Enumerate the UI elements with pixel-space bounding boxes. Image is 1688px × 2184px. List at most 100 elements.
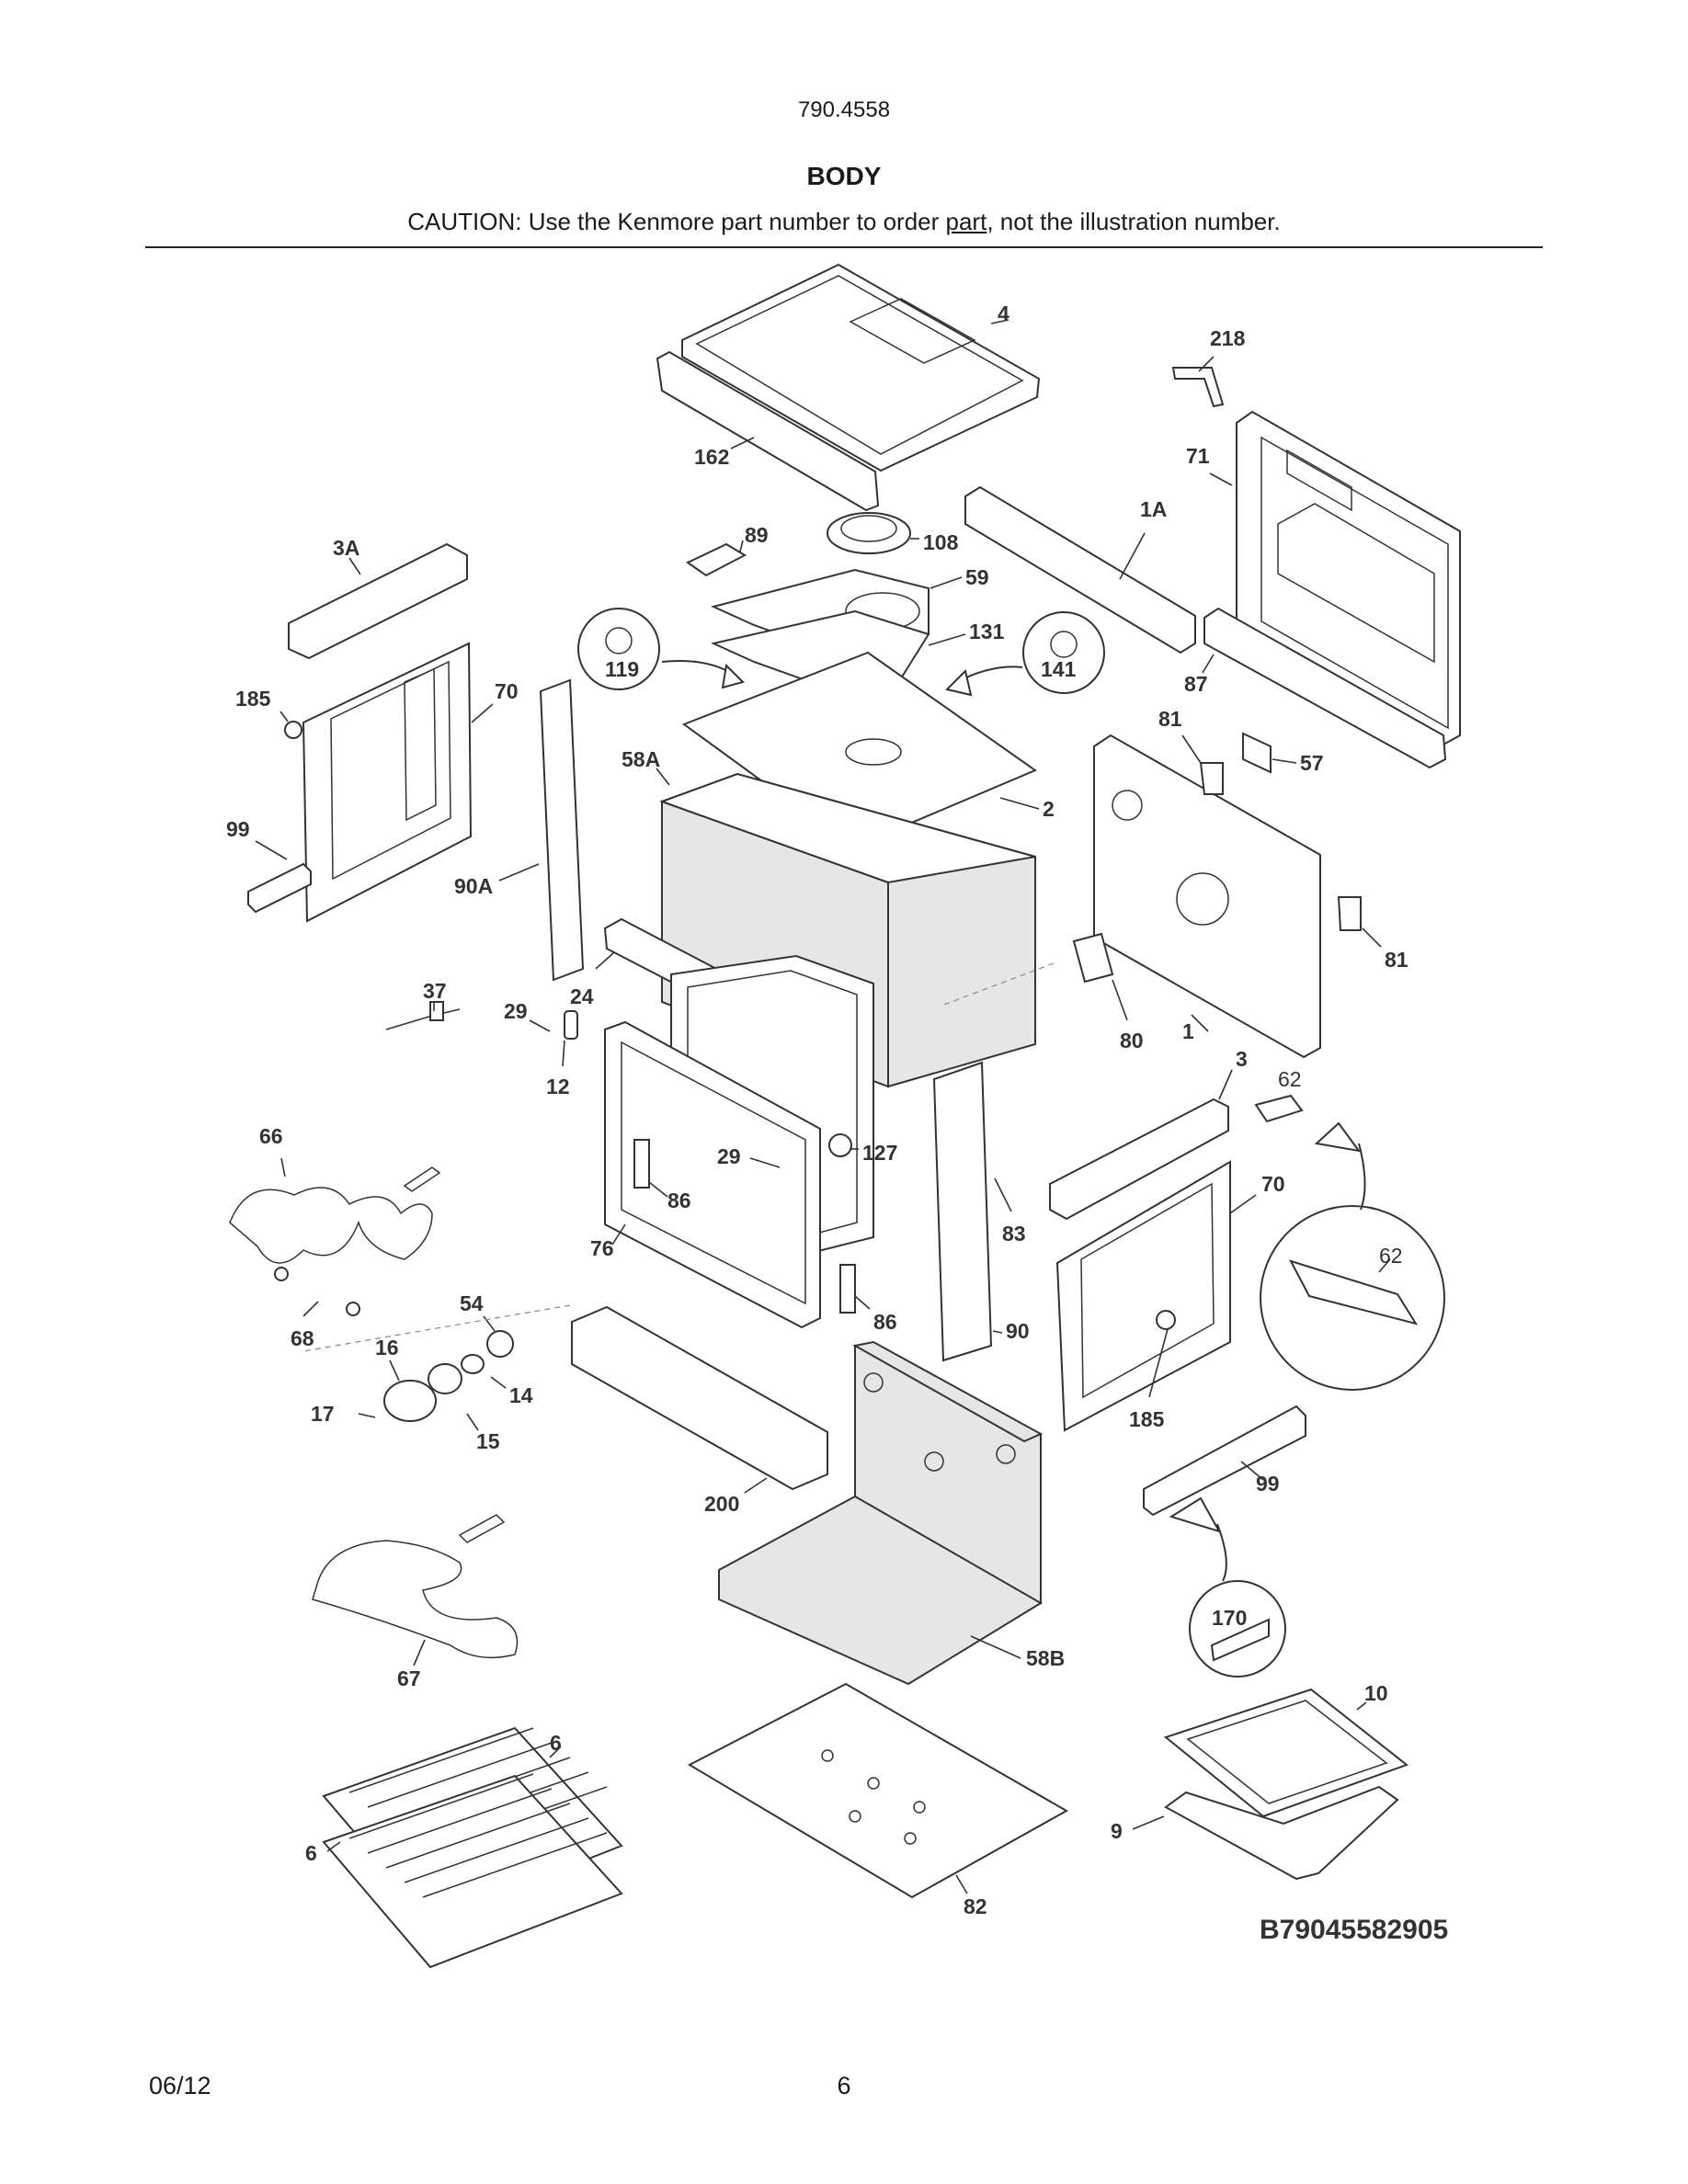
callout-71: 71 bbox=[1186, 444, 1210, 468]
callout-66: 66 bbox=[259, 1124, 283, 1148]
caution-text-start: CAUTION: Use the Kenmore part number to … bbox=[407, 208, 946, 235]
oven-rack-6-bottom-part bbox=[322, 1773, 623, 1969]
callout-76: 76 bbox=[590, 1236, 614, 1260]
callout-86-upper: 86 bbox=[667, 1189, 691, 1212]
wire-37-part bbox=[385, 1001, 461, 1030]
callout-119: 119 bbox=[605, 657, 639, 681]
callout-86-lower: 86 bbox=[873, 1310, 897, 1334]
callout-10: 10 bbox=[1364, 1681, 1388, 1705]
top-panel-part bbox=[656, 263, 1041, 512]
callout-131: 131 bbox=[969, 620, 1005, 643]
callout-62-top: 62 bbox=[1278, 1067, 1302, 1091]
callout-141: 141 bbox=[1041, 657, 1077, 681]
light-socket-127-part bbox=[828, 1133, 852, 1157]
callout-3: 3 bbox=[1236, 1047, 1248, 1071]
side-panel-70-right-part bbox=[1055, 1160, 1231, 1432]
rail-1A-part bbox=[964, 485, 1196, 654]
insulation-58B-part bbox=[718, 1340, 1044, 1686]
callout-99-left: 99 bbox=[226, 817, 250, 841]
callout-12: 12 bbox=[546, 1075, 570, 1098]
callout-4: 4 bbox=[998, 301, 1009, 325]
page-title: BODY bbox=[806, 162, 882, 190]
callout-16: 16 bbox=[375, 1336, 399, 1359]
figure-id: B79045582905 bbox=[1260, 1915, 1449, 1945]
callout-15: 15 bbox=[476, 1429, 500, 1453]
caution-note: CAUTION: Use the Kenmore part number to … bbox=[0, 208, 1688, 236]
header-rule bbox=[145, 246, 1543, 248]
trim-90A-part bbox=[539, 678, 585, 982]
rail-87-part bbox=[1203, 607, 1447, 769]
footer-date: 06/12 bbox=[149, 2072, 211, 2099]
rail-3-part bbox=[1049, 1098, 1229, 1221]
hinge-86b-part bbox=[839, 1264, 856, 1314]
callout-218: 218 bbox=[1210, 326, 1246, 350]
callout-70-right: 70 bbox=[1261, 1172, 1285, 1196]
callout-54: 54 bbox=[460, 1291, 484, 1315]
thermostat-141-detail bbox=[945, 611, 1105, 697]
callout-80: 80 bbox=[1120, 1029, 1144, 1052]
broil-element-66-part bbox=[229, 1166, 441, 1264]
trim-200-part bbox=[571, 1305, 828, 1491]
callout-90A: 90A bbox=[454, 874, 493, 898]
callout-2: 2 bbox=[1043, 797, 1055, 821]
lamp-16-part bbox=[383, 1354, 485, 1422]
caution-text-end: , not the illustration number. bbox=[987, 208, 1281, 235]
callout-68: 68 bbox=[291, 1326, 314, 1350]
broiler-pan-insert-10-part bbox=[1163, 1688, 1409, 1818]
callout-29-center: 29 bbox=[717, 1144, 741, 1168]
side-panel-70-left-part bbox=[302, 642, 473, 923]
broiler-pan-9-part bbox=[1164, 1785, 1399, 1881]
callout-127: 127 bbox=[862, 1141, 897, 1165]
bracket-81b-part bbox=[1337, 896, 1362, 931]
callout-17: 17 bbox=[311, 1402, 335, 1426]
screw-12-part bbox=[564, 1010, 578, 1040]
callout-83: 83 bbox=[1002, 1222, 1026, 1246]
bake-element-67-part bbox=[312, 1514, 519, 1659]
callout-24: 24 bbox=[570, 984, 594, 1008]
callout-70-left: 70 bbox=[495, 679, 519, 703]
callout-1A: 1A bbox=[1140, 497, 1167, 521]
trim-83-part bbox=[932, 1061, 993, 1362]
thermostat-119-detail bbox=[577, 608, 745, 690]
connector-62-detail bbox=[1260, 1121, 1445, 1391]
connector-62-part bbox=[1254, 1094, 1304, 1123]
callout-185-right: 185 bbox=[1129, 1407, 1165, 1431]
callout-89: 89 bbox=[745, 523, 769, 547]
callout-82: 82 bbox=[964, 1894, 987, 1918]
hinge-86a-part bbox=[633, 1139, 650, 1189]
callout-57: 57 bbox=[1300, 751, 1324, 775]
callout-162: 162 bbox=[694, 445, 729, 469]
page-number: 6 bbox=[837, 2072, 851, 2099]
callout-59: 59 bbox=[965, 565, 989, 589]
callout-58B: 58B bbox=[1026, 1646, 1065, 1670]
callout-14: 14 bbox=[509, 1383, 533, 1407]
callout-6-top: 6 bbox=[550, 1731, 562, 1755]
bracket-81a-part bbox=[1199, 762, 1224, 795]
bracket-218-part bbox=[1171, 367, 1225, 408]
lamp-54-part bbox=[486, 1330, 514, 1358]
bracket-80-part bbox=[1072, 932, 1114, 984]
callout-185-left: 185 bbox=[235, 687, 271, 711]
bracket-99-left-part bbox=[247, 862, 312, 914]
callout-29-left: 29 bbox=[504, 999, 528, 1023]
callout-108: 108 bbox=[923, 530, 959, 554]
callout-62-detail: 62 bbox=[1379, 1244, 1403, 1268]
grommet-185-right bbox=[1156, 1310, 1176, 1330]
callout-87: 87 bbox=[1184, 672, 1208, 696]
base-82-part bbox=[687, 1682, 1069, 1899]
callout-99-right: 99 bbox=[1256, 1472, 1280, 1496]
bracket-99-right-part bbox=[1143, 1405, 1306, 1517]
callout-9: 9 bbox=[1111, 1819, 1123, 1843]
model-number: 790.4558 bbox=[797, 97, 891, 122]
grommet-185-left bbox=[284, 721, 302, 739]
panel-3A-part bbox=[288, 542, 468, 660]
fan-assembly-part bbox=[686, 512, 930, 710]
callout-3A: 3A bbox=[333, 536, 359, 560]
caution-underlined-word: part bbox=[945, 208, 987, 235]
callout-67: 67 bbox=[397, 1666, 421, 1690]
bracket-57-part bbox=[1242, 732, 1272, 774]
callout-90: 90 bbox=[1006, 1319, 1030, 1343]
callout-81-top: 81 bbox=[1158, 707, 1182, 731]
screw-68-part bbox=[274, 1267, 360, 1316]
